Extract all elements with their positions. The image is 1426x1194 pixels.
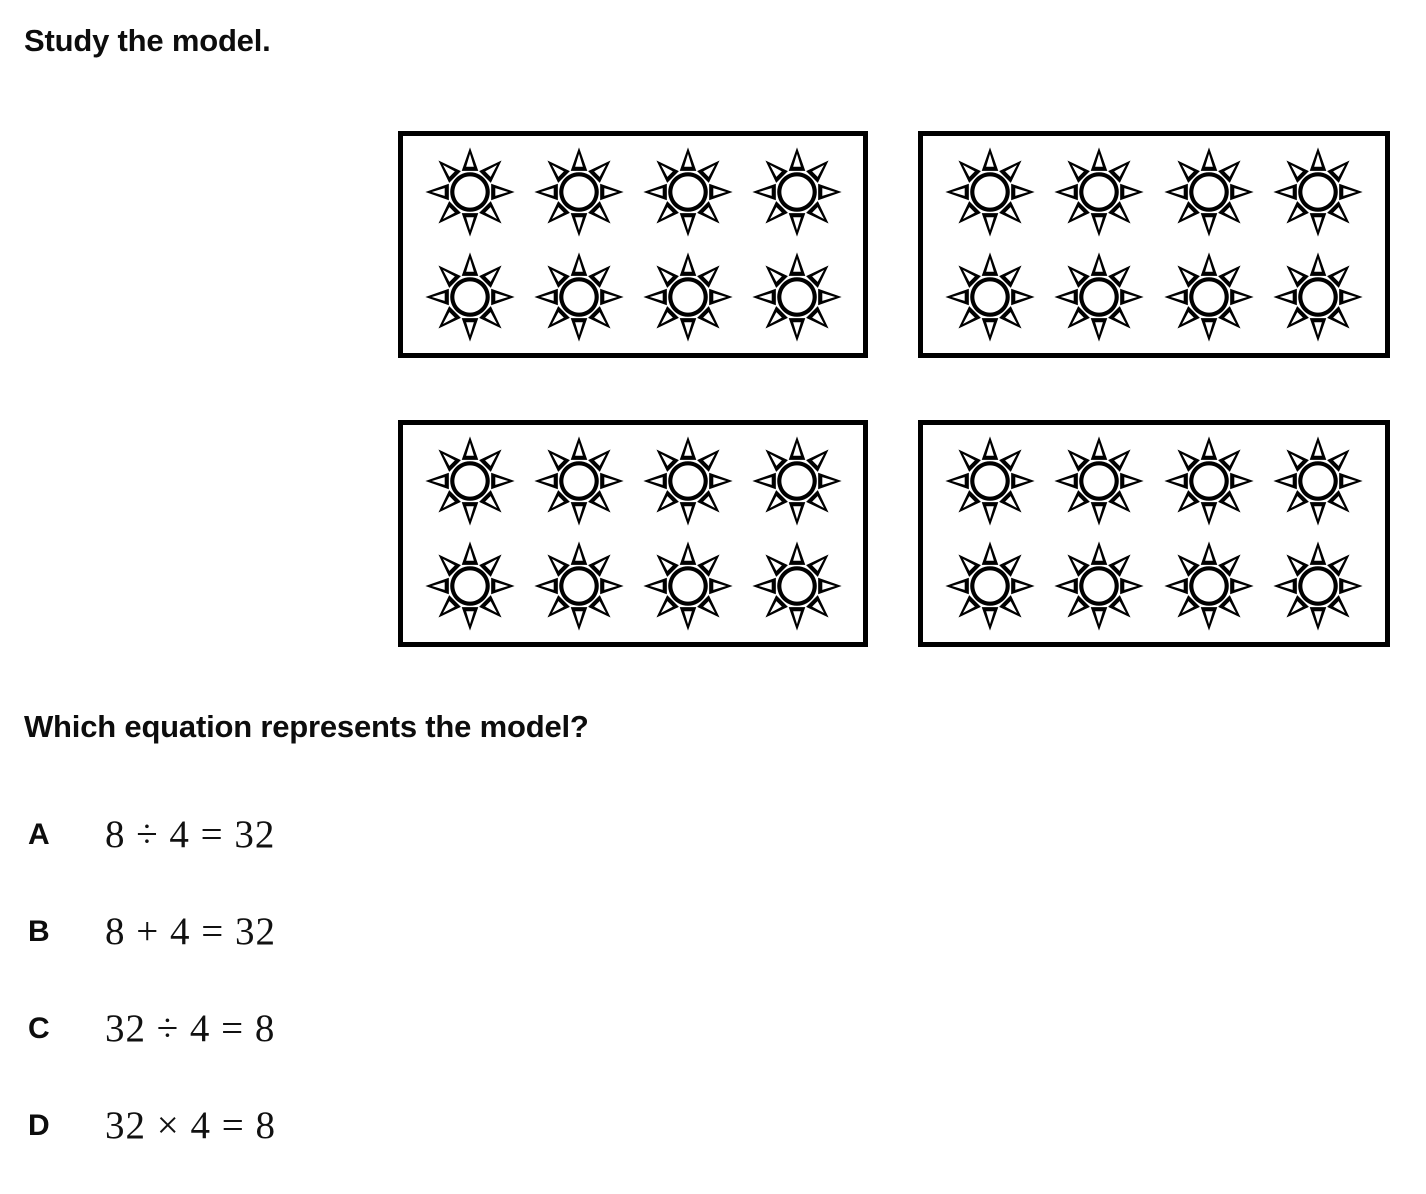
- sun-icon: [1272, 146, 1364, 238]
- model-group-box-4: [918, 420, 1390, 647]
- answer-choice-b[interactable]: B 8 + 4 = 32: [0, 903, 700, 1000]
- sun-icon: [533, 435, 625, 527]
- sun-grid-1: [403, 136, 863, 353]
- sun-icon: [642, 435, 734, 527]
- sun-icon: [1053, 435, 1145, 527]
- answer-choice-list: A 8 ÷ 4 = 32 B 8 + 4 = 32 C 32 ÷ 4 = 8 D…: [0, 806, 700, 1194]
- sun-icon: [1272, 435, 1364, 527]
- choice-letter-d: D: [28, 1109, 50, 1142]
- sun-icon: [944, 251, 1036, 343]
- sun-icon: [1163, 251, 1255, 343]
- sun-icon: [1053, 251, 1145, 343]
- model-group-box-1: [398, 131, 868, 358]
- model-group-box-3: [398, 420, 868, 647]
- answer-choice-a[interactable]: A 8 ÷ 4 = 32: [0, 806, 700, 903]
- choice-equation-d: 32 × 4 = 8: [105, 1104, 276, 1147]
- sun-icon: [1272, 251, 1364, 343]
- sun-icon: [533, 146, 625, 238]
- sun-icon: [1163, 435, 1255, 527]
- choice-equation-c: 32 ÷ 4 = 8: [105, 1007, 276, 1050]
- sun-grid-3: [403, 425, 863, 642]
- answer-choice-d[interactable]: D 32 × 4 = 8: [0, 1097, 700, 1194]
- model-diagram: [398, 131, 1390, 647]
- sun-icon: [642, 251, 734, 343]
- sun-icon: [944, 146, 1036, 238]
- sun-icon: [944, 540, 1036, 632]
- sun-icon: [424, 251, 516, 343]
- sun-icon: [533, 540, 625, 632]
- sun-icon: [642, 146, 734, 238]
- sun-grid-4: [923, 425, 1385, 642]
- choice-equation-b: 8 + 4 = 32: [105, 910, 276, 953]
- choice-equation-a: 8 ÷ 4 = 32: [105, 813, 276, 856]
- sun-icon: [1053, 146, 1145, 238]
- sun-icon: [424, 435, 516, 527]
- sun-icon: [1163, 146, 1255, 238]
- sun-icon: [751, 435, 843, 527]
- sun-icon: [1053, 540, 1145, 632]
- page-title: Study the model.: [24, 23, 271, 58]
- choice-letter-a: A: [28, 818, 50, 851]
- sun-icon: [1163, 540, 1255, 632]
- choice-letter-c: C: [28, 1012, 50, 1045]
- sun-icon: [751, 146, 843, 238]
- sun-icon: [424, 540, 516, 632]
- choice-letter-b: B: [28, 915, 50, 948]
- model-group-box-2: [918, 131, 1390, 358]
- sun-icon: [944, 435, 1036, 527]
- sun-icon: [751, 251, 843, 343]
- sun-icon: [533, 251, 625, 343]
- answer-choice-c[interactable]: C 32 ÷ 4 = 8: [0, 1000, 700, 1097]
- sun-icon: [642, 540, 734, 632]
- sun-icon: [751, 540, 843, 632]
- sun-icon: [424, 146, 516, 238]
- question-text: Which equation represents the model?: [24, 709, 589, 744]
- sun-icon: [1272, 540, 1364, 632]
- sun-grid-2: [923, 136, 1385, 353]
